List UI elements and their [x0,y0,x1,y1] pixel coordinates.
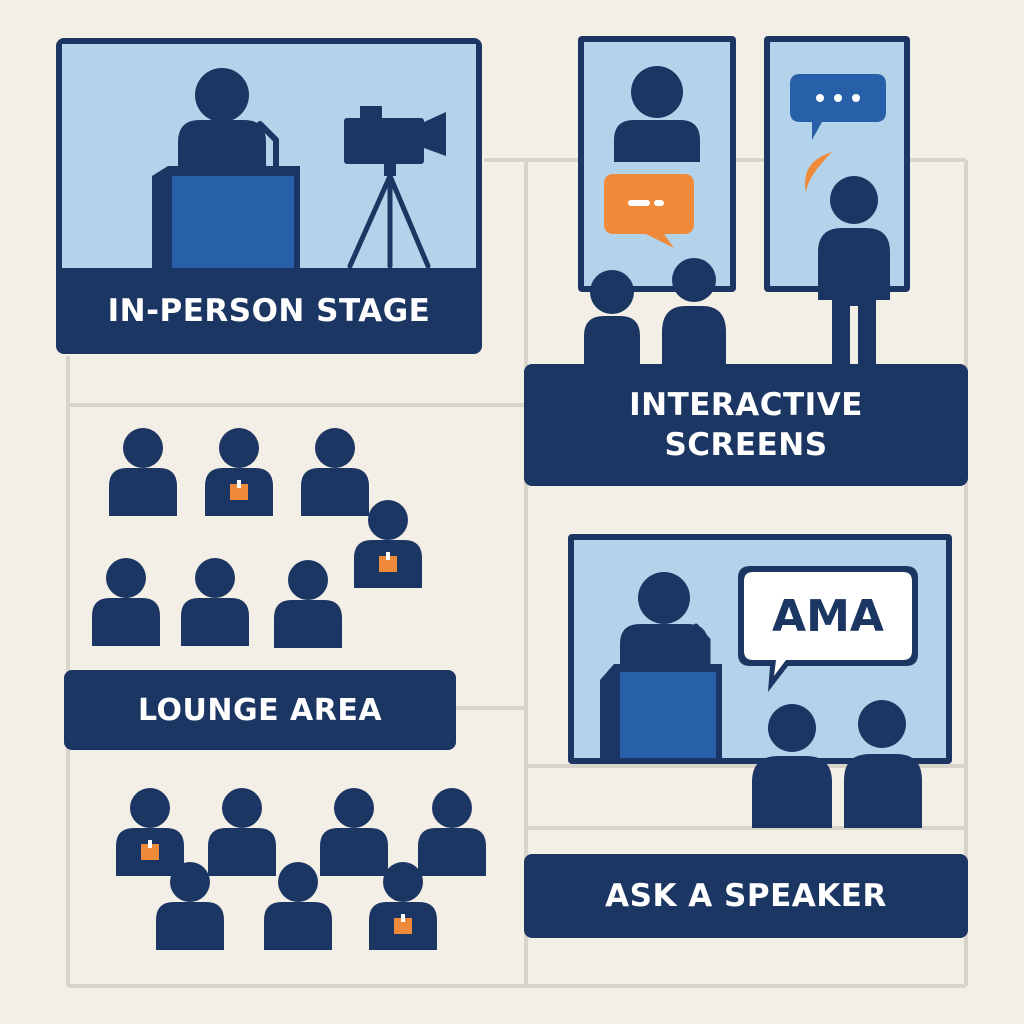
attendee-icon [92,558,160,646]
ama-speech-bubble-icon [738,566,918,692]
screen-person-icon [614,66,700,162]
panel-interactive-screens [524,36,968,486]
label-bar-lounge [64,670,456,750]
attendee-icon [109,428,177,516]
audience-group [584,258,726,366]
ama-bubble-text: AMA [772,590,884,642]
speaker-person-icon [620,572,708,666]
attendee-icon [662,258,726,366]
podium-icon [600,664,722,758]
podium-icon [152,166,300,268]
attendee-icon [181,558,249,646]
attendee-icon [301,428,369,516]
video-camera-icon [344,106,446,269]
name-badge-icon [116,788,184,876]
attendee-icon [208,788,276,876]
speaker-person-icon [178,68,266,170]
attendee-icon [844,700,922,828]
attendee-icon [752,704,832,828]
attendee-icon [274,560,342,648]
panel-ask-a-speaker [524,534,968,938]
panel-in-person-stage [56,38,482,354]
label-bar-ask [524,854,968,938]
attendee-icon [584,270,640,366]
attendee-icon [320,788,388,876]
attendee-icon [418,788,486,876]
microphone-icon [257,121,279,169]
lounge-attendees-upper [92,428,422,648]
chat-bubble-icon [604,174,694,248]
audience-group [752,700,922,828]
microphone-icon [693,623,711,667]
accent-swoosh [805,152,832,192]
lounge-attendees-lower [116,788,486,950]
standing-person-icon [818,176,890,366]
name-badge-icon [205,428,273,516]
chat-bubble-icon [790,74,886,140]
